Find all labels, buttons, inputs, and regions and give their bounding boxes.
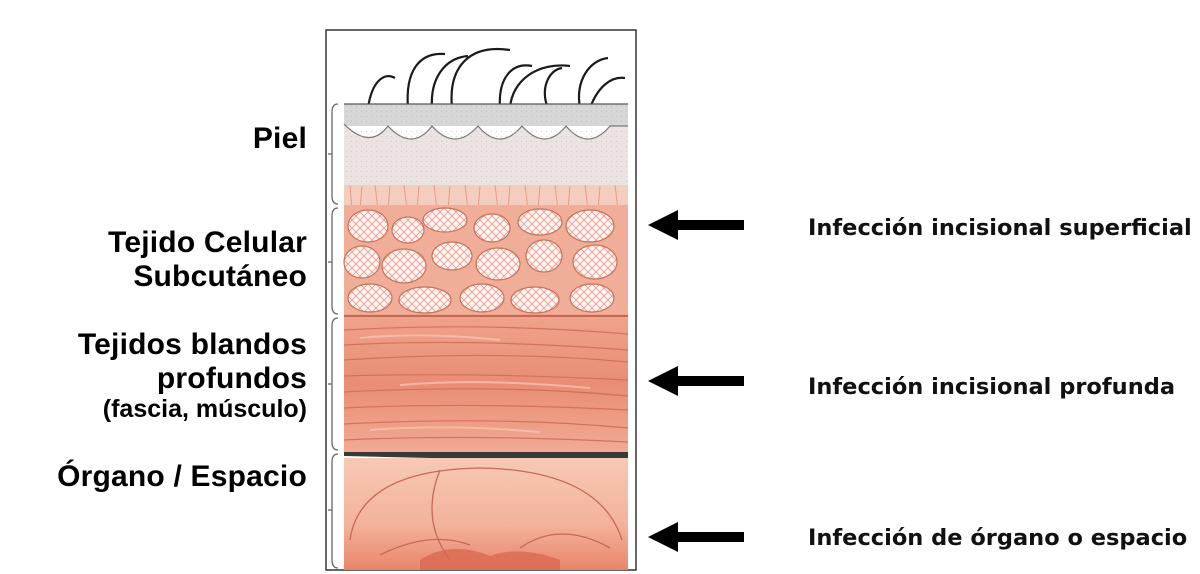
label-skin: Piel	[253, 122, 307, 156]
label-deep-soft-tissue: Tejidos blandos profundos (fascia, múscu…	[78, 328, 307, 423]
label-subcutaneous: Tejido Celular Subcutáneo	[108, 226, 307, 293]
label-deep-line2: profundos	[78, 362, 307, 396]
label-deep-line3: (fascia, músculo)	[78, 395, 307, 423]
infection-superficial-label: Infección incisional superficial	[808, 215, 1192, 241]
label-deep-line1: Tejidos blandos	[78, 328, 307, 362]
label-organ-space: Órgano / Espacio	[57, 460, 307, 494]
label-skin-text: Piel	[253, 122, 307, 155]
muscle-layer	[344, 314, 628, 454]
label-organ-text: Órgano / Espacio	[57, 460, 307, 493]
infection-organ-space-label: Infección de órgano o espacio	[808, 525, 1187, 551]
fat-lobules	[344, 208, 617, 313]
arrow-left-icon	[648, 522, 744, 552]
label-subcutaneous-line2: Subcutáneo	[108, 260, 307, 294]
arrow-left-icon	[648, 210, 744, 240]
organ-space-layer	[344, 458, 628, 570]
infection-deep-label: Infección incisional profunda	[808, 374, 1175, 400]
label-subcutaneous-line1: Tejido Celular	[108, 226, 307, 260]
arrow-left-icon	[648, 366, 744, 396]
